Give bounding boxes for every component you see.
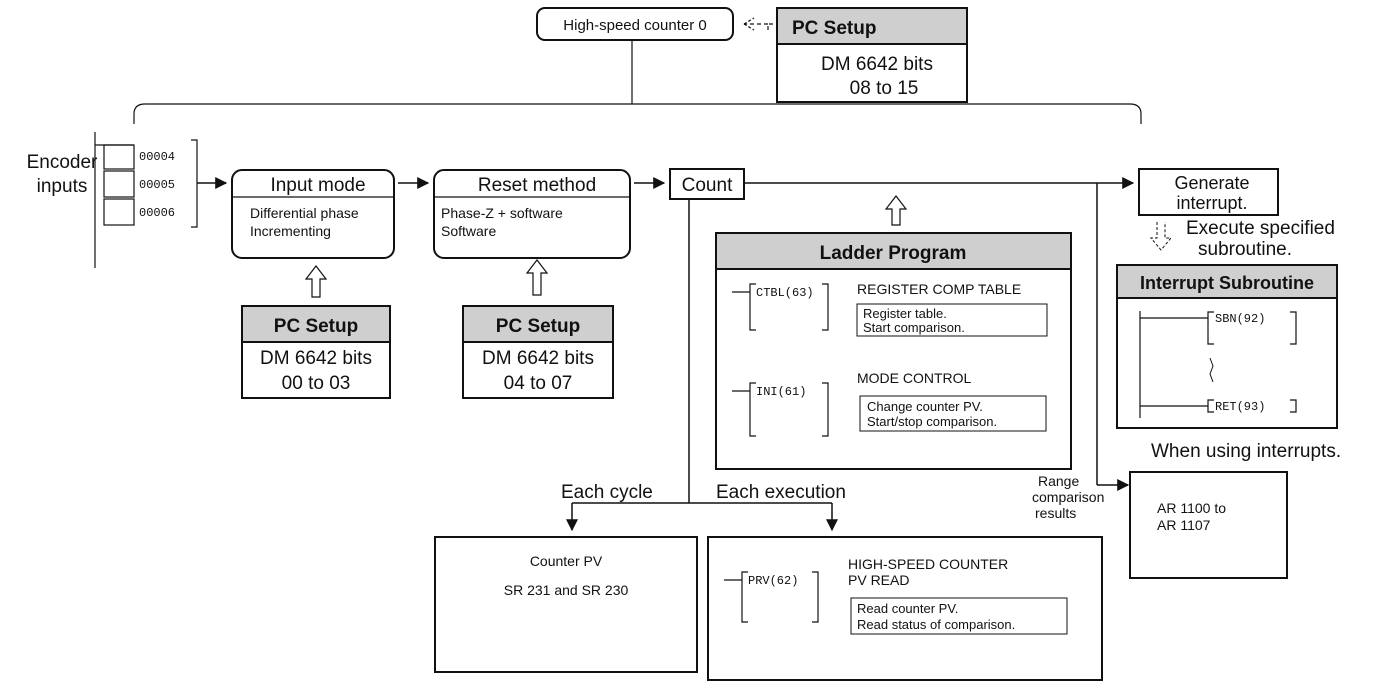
range-label-1: Range xyxy=(1038,473,1079,489)
grouping-bracket xyxy=(133,103,1142,124)
ladder-title: Ladder Program xyxy=(820,243,967,264)
input-mode-line2: Incrementing xyxy=(250,223,331,239)
encoder-bit-0: 00004 xyxy=(139,150,175,164)
ladder-ctbl-code: CTBL(63) xyxy=(756,286,814,300)
each-cycle-label: Each cycle xyxy=(561,482,653,503)
range-line1: AR 1100 to xyxy=(1157,500,1226,516)
encoder-label-1: Encoder xyxy=(27,152,98,173)
ladder-instr-ctbl: CTBL(63) REGISTER COMP TABLE Register ta… xyxy=(732,281,1048,337)
hollow-up-arrow-icon xyxy=(304,265,328,298)
counter-pv-box: Counter PV SR 231 and SR 230 xyxy=(434,536,698,673)
subroutine-note: When using interrupts. xyxy=(1151,441,1341,462)
encoder-bits: 00004 00005 00006 xyxy=(95,139,198,228)
prv-code: PRV(62) xyxy=(748,574,798,588)
ladder-ini-desc2: Start/stop comparison. xyxy=(867,414,997,429)
hollow-up-arrow-icon xyxy=(884,195,908,226)
counter-pv-line1: Counter PV xyxy=(530,553,603,569)
subroutine-sbn: SBN(92) xyxy=(1215,312,1265,326)
subroutine-ellipsis xyxy=(1209,357,1214,383)
generate-line1: Generate xyxy=(1174,173,1249,193)
range-label-3: results xyxy=(1035,505,1076,521)
prv-name1: HIGH-SPEED COUNTER xyxy=(848,556,1008,572)
input-mode-title: Input mode xyxy=(270,175,365,196)
pc-setup-top-line2: 08 to 15 xyxy=(850,78,919,99)
execute-line1: Execute specified xyxy=(1186,218,1335,239)
prv-name2: PV READ xyxy=(848,572,909,588)
reset-method-title: Reset method xyxy=(478,175,596,196)
each-execution-label: Each execution xyxy=(716,482,846,503)
ladder-program-box: Ladder Program CTBL(63) REGISTER COMP TA… xyxy=(715,232,1072,470)
pc-setup-reset-title: PC Setup xyxy=(496,316,580,337)
count-label: Count xyxy=(682,175,733,196)
reset-method-line2: Software xyxy=(441,223,496,239)
ladder-ctbl-desc2: Start comparison. xyxy=(863,320,965,335)
pc-setup-reset-line2: 04 to 07 xyxy=(504,373,573,394)
ladder-ini-code: INI(61) xyxy=(756,385,806,399)
input-mode-box: Input mode Differential phase Incrementi… xyxy=(231,169,395,259)
pc-setup-input-mode: PC Setup DM 6642 bits 00 to 03 xyxy=(241,305,391,399)
ladder-ini-desc1: Change counter PV. xyxy=(867,399,983,414)
interrupt-subroutine-box: Interrupt Subroutine SBN(92) RET(93) xyxy=(1116,264,1338,429)
pc-setup-input-line1: DM 6642 bits xyxy=(260,348,372,369)
hsc-label-box: High-speed counter 0 xyxy=(536,7,734,41)
ladder-ctbl-name: REGISTER COMP TABLE xyxy=(857,281,1021,297)
prv-box: PRV(62) HIGH-SPEED COUNTER PV READ Read … xyxy=(707,536,1103,681)
ladder-ini-name: MODE CONTROL xyxy=(857,370,972,386)
ladder-instr-ini: INI(61) MODE CONTROL Change counter PV. … xyxy=(732,370,1047,437)
hsc-label: High-speed counter 0 xyxy=(563,17,706,34)
counter-pv-line2: SR 231 and SR 230 xyxy=(504,582,629,598)
encoder-label-2: inputs xyxy=(37,176,88,197)
pc-setup-top-title: PC Setup xyxy=(792,18,876,39)
pc-setup-reset-method: PC Setup DM 6642 bits 04 to 07 xyxy=(462,305,614,399)
execute-line2: subroutine. xyxy=(1198,239,1292,260)
generate-interrupt-box: Generate interrupt. xyxy=(1138,168,1279,216)
dashed-down-arrow-icon xyxy=(1149,222,1173,251)
range-label-2: comparison xyxy=(1032,489,1104,505)
range-line2: AR 1107 xyxy=(1157,517,1211,533)
pc-setup-input-line2: 00 to 03 xyxy=(282,373,351,394)
pc-setup-input-title: PC Setup xyxy=(274,316,358,337)
dashed-arrow xyxy=(744,23,773,30)
pc-setup-top: PC Setup DM 6642 bits 08 to 15 xyxy=(776,7,968,103)
ladder-ctbl-desc1: Register table. xyxy=(863,306,947,321)
hollow-up-arrow-icon xyxy=(525,259,549,296)
dashed-arrowhead xyxy=(743,17,755,31)
encoder-bit-1: 00005 xyxy=(139,178,175,192)
pc-setup-reset-line1: DM 6642 bits xyxy=(482,348,594,369)
count-box: Count xyxy=(669,168,745,200)
range-results-box: AR 1100 to AR 1107 xyxy=(1129,471,1288,579)
encoder-bit-2: 00006 xyxy=(139,206,175,220)
subroutine-title: Interrupt Subroutine xyxy=(1140,273,1314,293)
reset-method-box: Reset method Phase-Z + software Software xyxy=(433,169,631,259)
prv-desc1: Read counter PV. xyxy=(857,601,958,616)
prv-desc2: Read status of comparison. xyxy=(857,617,1015,632)
subroutine-ret: RET(93) xyxy=(1215,400,1265,414)
pc-setup-top-line1: DM 6642 bits xyxy=(821,54,933,75)
input-mode-line1: Differential phase xyxy=(250,205,359,221)
generate-line2: interrupt. xyxy=(1176,193,1247,213)
reset-method-line1: Phase-Z + software xyxy=(441,205,563,221)
